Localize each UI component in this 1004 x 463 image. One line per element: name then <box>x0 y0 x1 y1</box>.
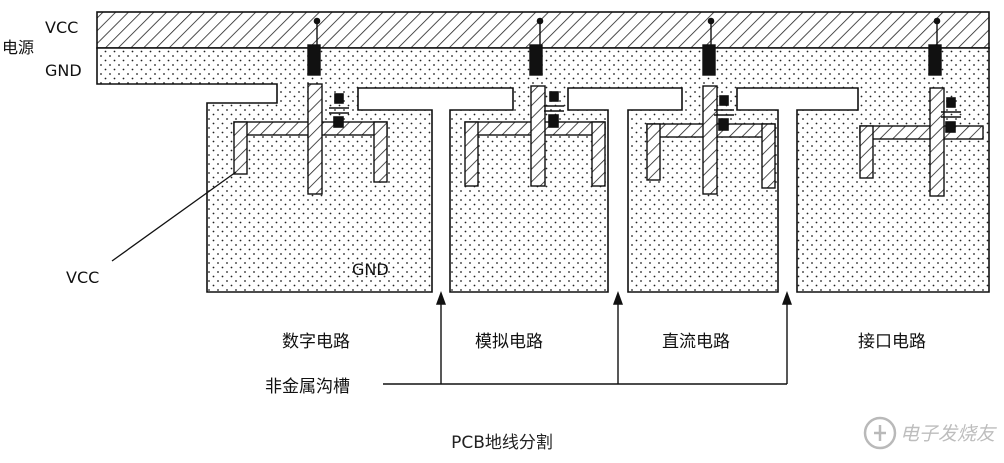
gnd-label: GND <box>45 61 82 80</box>
decoupling-capacitors <box>329 91 961 133</box>
region-label-interface: 接口电路 <box>858 332 926 352</box>
vcc-callout-leader <box>111 171 237 262</box>
figure-caption: PCB地线分割 <box>451 433 553 453</box>
svg-text:电子发烧友: 电子发烧友 <box>900 423 997 445</box>
watermark-logo: 电子发烧友 <box>863 416 997 450</box>
region-label-analog: 模拟电路 <box>475 332 543 352</box>
power-label: 电源 <box>2 38 34 57</box>
vcc-trace-analog <box>464 85 606 187</box>
trench-label: 非金属沟槽 <box>265 377 350 397</box>
vcc-callout-label: VCC <box>66 268 99 287</box>
vcc-label: VCC <box>45 18 78 37</box>
region-label-digital: 数字电路 <box>282 332 350 352</box>
vcc-bus <box>96 11 990 49</box>
gnd-callout-label: GND <box>352 260 389 279</box>
vcc-trace-digital <box>233 83 388 195</box>
vcc-trace-dc <box>646 85 776 195</box>
vcc-vias <box>307 17 942 76</box>
region-label-dc: 直流电路 <box>662 332 730 352</box>
trench-arrows <box>383 290 792 385</box>
